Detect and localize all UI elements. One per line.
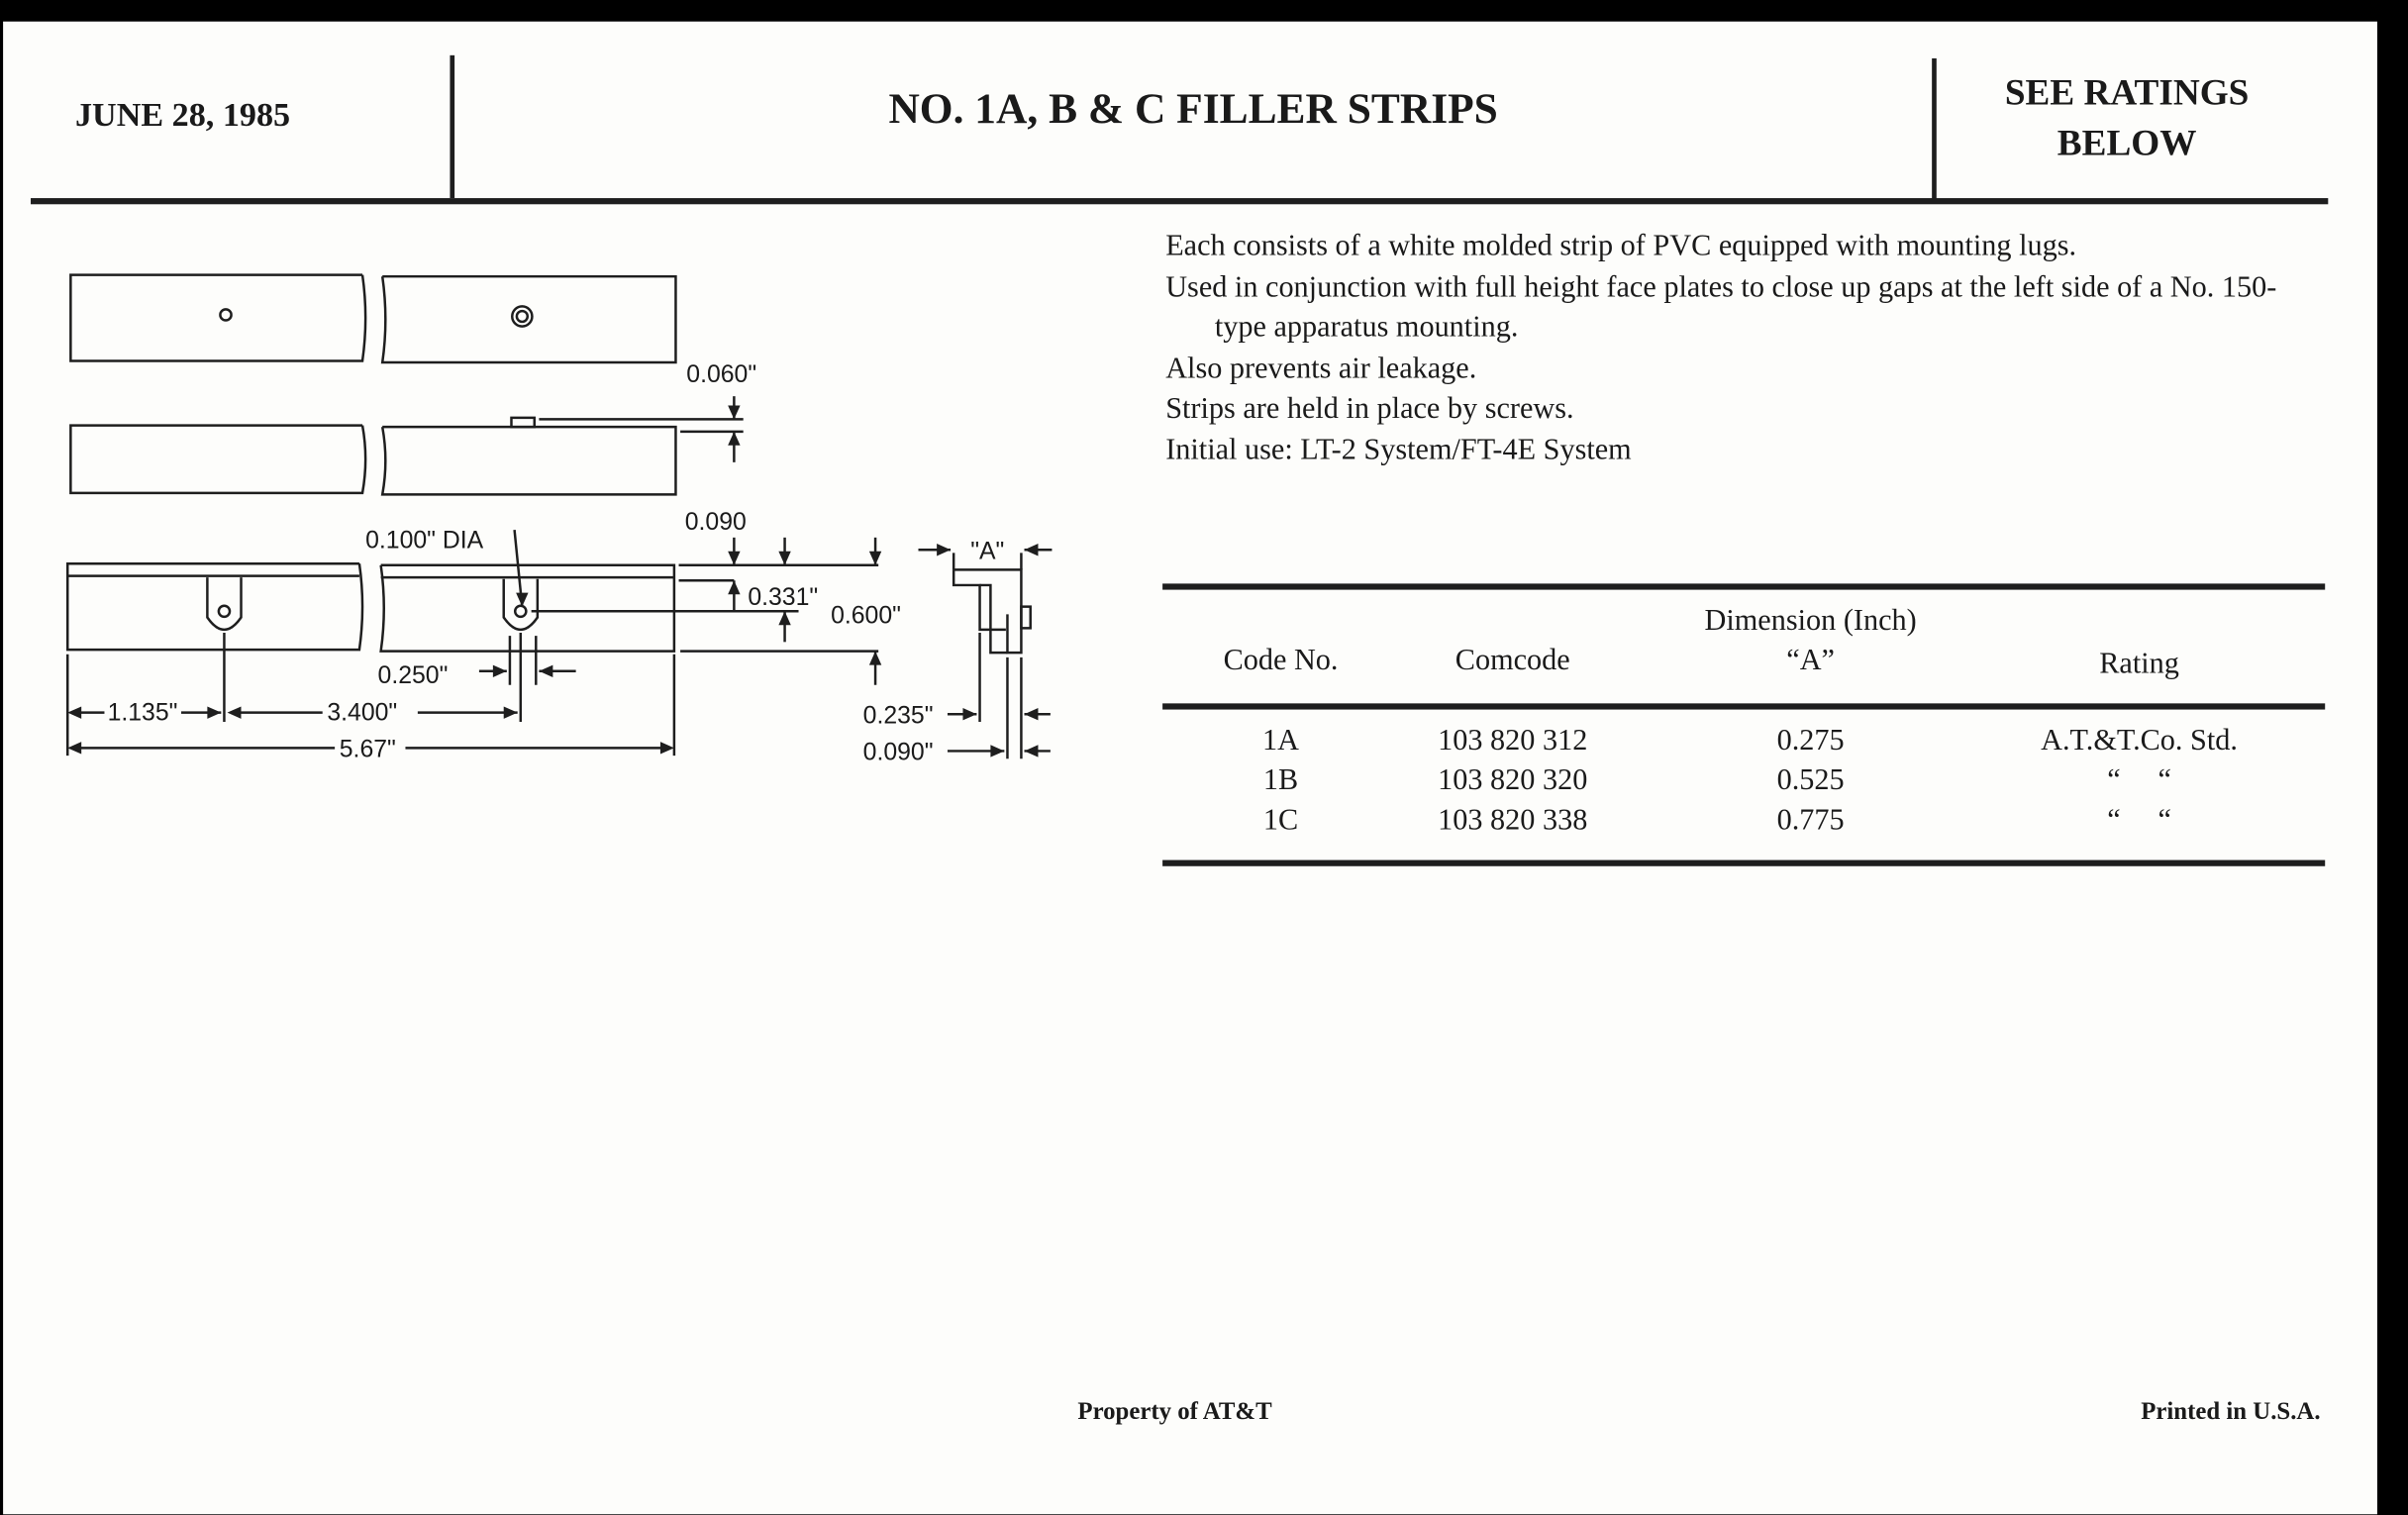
- cell-comcode: 103 820 338: [1438, 804, 1588, 838]
- ratings-note: SEE RATINGS BELOW: [1941, 69, 2312, 170]
- slot-right: [502, 578, 540, 632]
- cell-comcode: 103 820 320: [1438, 764, 1588, 797]
- cell-code: 1A: [1262, 725, 1300, 758]
- document-page: JUNE 28, 1985 NO. 1A, B & C FILLER STRIP…: [3, 21, 2377, 1515]
- cell-rating: A.T.&T.Co. Std.: [2041, 725, 2238, 758]
- document-date: JUNE 28, 1985: [74, 95, 291, 134]
- dim-0235: 0.235": [863, 703, 934, 730]
- dim-0600: 0.600": [831, 603, 901, 630]
- strip-profile: [952, 568, 1023, 655]
- description: Each consists of a white molded strip of…: [1165, 228, 2283, 472]
- table-header-rule: [1162, 703, 2326, 710]
- dim-0090-side: 0.090": [863, 740, 934, 766]
- dim-0090-top: 0.090: [685, 509, 747, 536]
- header-dimension: Dimension (Inch): [1704, 605, 1917, 638]
- dim-0250: 0.250": [378, 662, 449, 689]
- countersunk-hole-icon: [511, 305, 534, 328]
- strip-top-view-right: [380, 274, 677, 364]
- footer-printed: Printed in U.S.A.: [2141, 1398, 2321, 1426]
- dim-567: 5.67": [340, 737, 396, 763]
- cell-rating: “ “: [2107, 804, 2171, 838]
- header-divider-right: [1932, 57, 1937, 202]
- cell-dimension: 0.525: [1776, 764, 1845, 797]
- dim-0331: 0.331": [748, 584, 818, 611]
- dim-0100-dia: 0.100" DIA: [365, 528, 484, 555]
- mounting-hole-icon: [219, 308, 233, 322]
- header-rule: [31, 198, 2329, 205]
- cell-code: 1C: [1262, 804, 1299, 838]
- cell-dimension: 0.275: [1776, 725, 1845, 758]
- ratings-note-line1: SEE RATINGS: [2004, 73, 2250, 114]
- table-bottom-rule: [1162, 859, 2326, 866]
- cell-dimension: 0.775: [1776, 804, 1845, 838]
- header-rating: Rating: [2099, 648, 2179, 681]
- slot-left: [206, 577, 243, 632]
- dim-3400: 3.400": [327, 699, 397, 726]
- dim-a: "A": [970, 539, 1004, 565]
- strip-end-view-left: [66, 561, 364, 652]
- header-dimension-a: “A”: [1786, 645, 1835, 677]
- table-top-rule: [1162, 583, 2326, 590]
- header-divider-left: [450, 54, 455, 199]
- header-comcode: Comcode: [1455, 645, 1570, 677]
- cell-rating: “ “: [2107, 764, 2171, 797]
- strip-side-view-right: [380, 425, 677, 496]
- footer-property: Property of AT&T: [1077, 1398, 1272, 1426]
- strip-top-view-left: [69, 273, 367, 362]
- description-line: Each consists of a white molded strip of…: [1165, 230, 2077, 263]
- description-line: Also prevents air leakage.: [1165, 353, 1477, 385]
- cell-code: 1B: [1262, 764, 1299, 797]
- description-line: Strips are held in place by screws.: [1165, 393, 1574, 427]
- strip-side-view-left: [69, 424, 367, 495]
- dimension-arrows: [67, 405, 1039, 758]
- dim-0060: 0.060": [686, 361, 756, 388]
- dim-1135: 1.135": [108, 699, 178, 726]
- ratings-table: Dimension (Inch) “A” Code No. Comcode Ra…: [3, 22, 2377, 944]
- description-line: Initial use: LT-2 System/FT-4E System: [1165, 434, 1632, 467]
- description-line: Used in conjunction with full height fac…: [1165, 270, 2277, 345]
- header-code: Code No.: [1223, 645, 1339, 677]
- page-title: NO. 1A, B & C FILLER STRIPS: [888, 85, 1498, 134]
- cell-comcode: 103 820 312: [1438, 725, 1588, 758]
- ratings-note-line2: BELOW: [2057, 124, 2197, 164]
- mounting-lug: [510, 416, 536, 429]
